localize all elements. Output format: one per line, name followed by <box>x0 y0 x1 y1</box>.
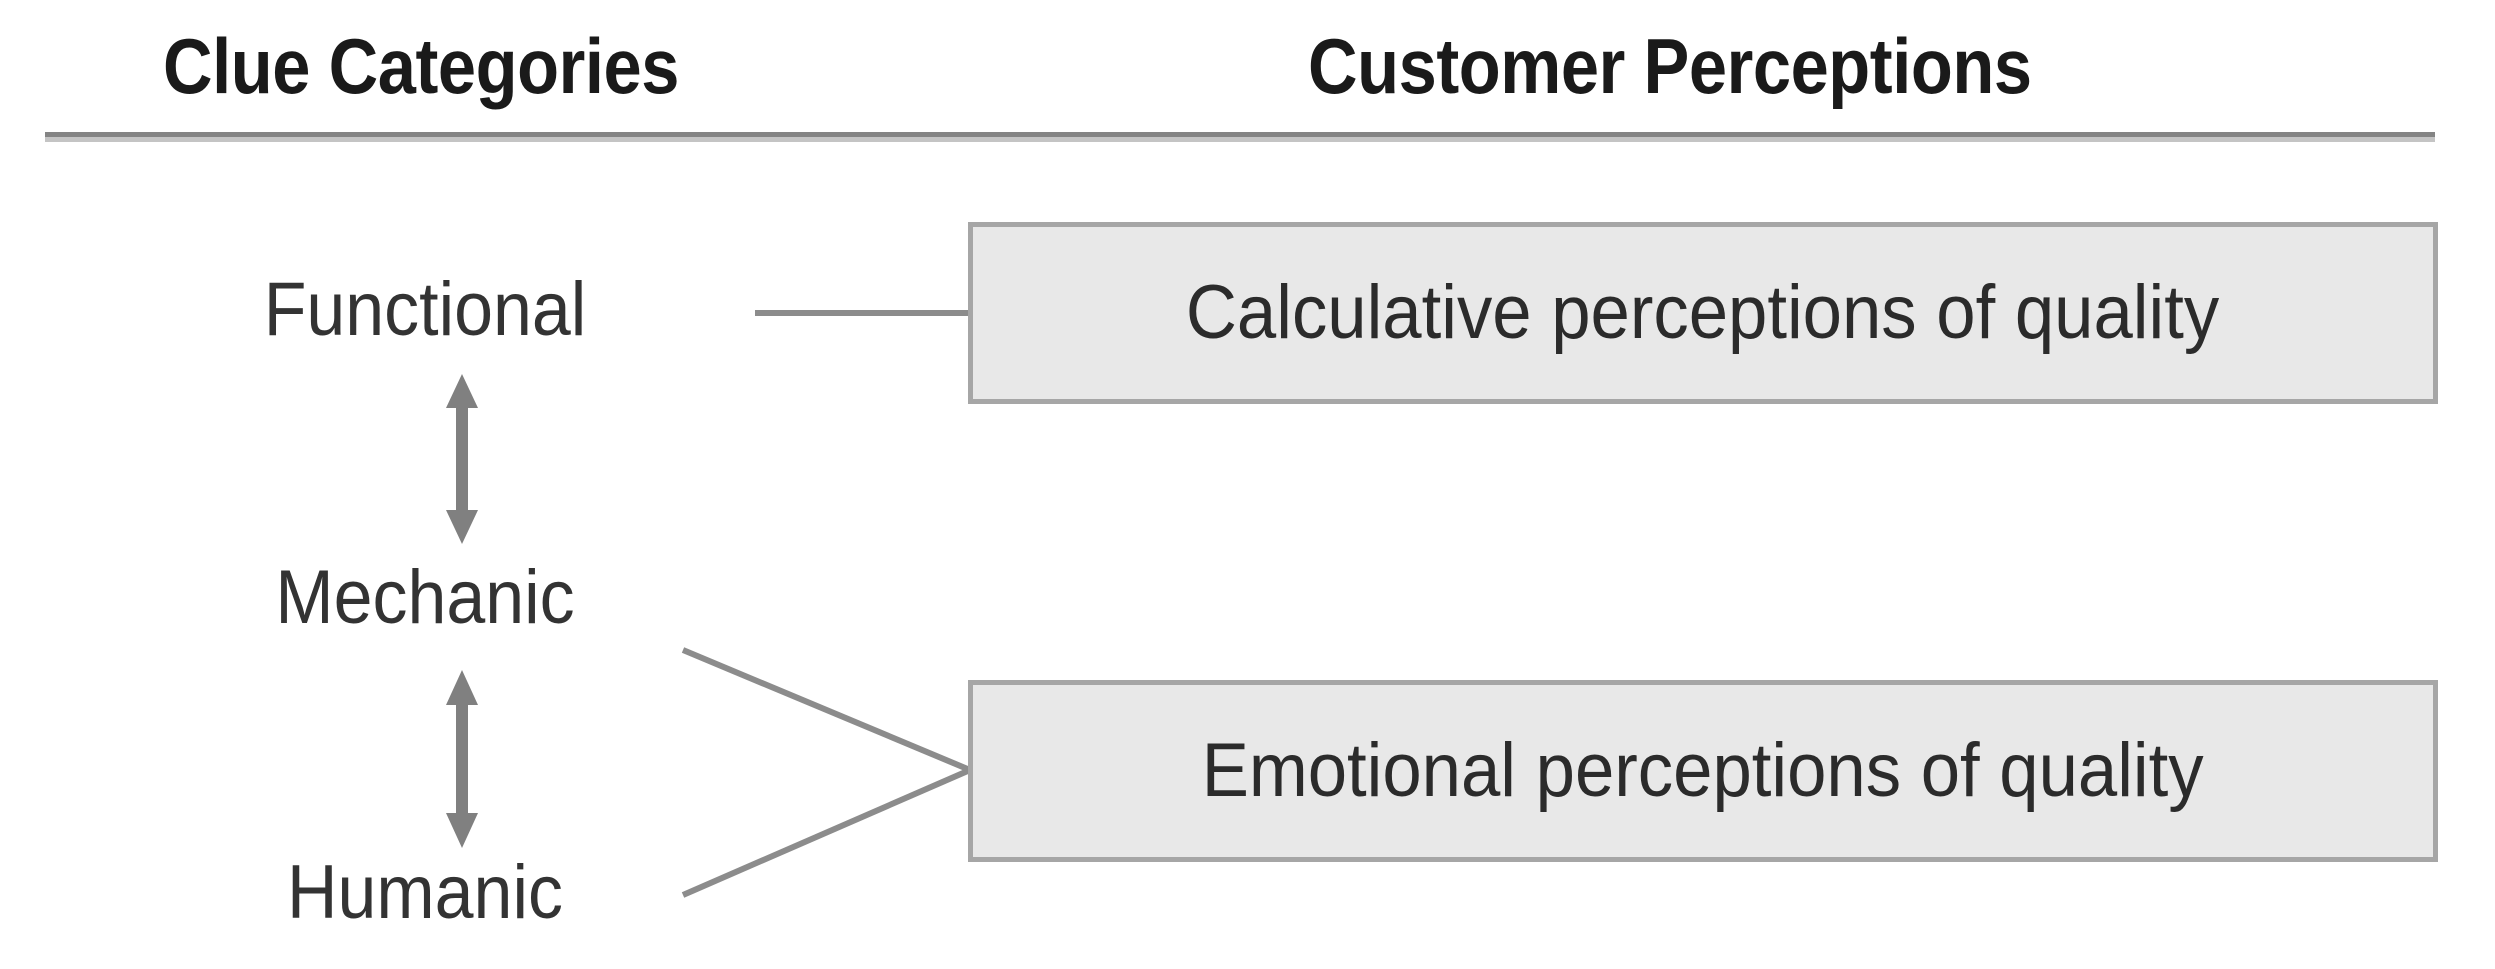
connector-humanic-to-emotional <box>681 767 972 898</box>
connector-mechanic-to-emotional <box>681 647 972 773</box>
double-headed-arrow-icon <box>439 374 485 544</box>
header-divider <box>45 132 2435 142</box>
column-header-clue-categories: Clue Categories <box>163 22 679 110</box>
clue-category-functional: Functional <box>263 267 587 352</box>
clue-category-mechanic: Mechanic <box>275 555 575 640</box>
perception-box-calculative: Calculative perceptions of quality <box>968 222 2438 404</box>
clue-category-humanic: Humanic <box>287 850 563 935</box>
header-divider-top-line <box>45 132 2435 137</box>
column-header-customer-perceptions: Customer Perceptions <box>1308 22 2032 110</box>
header-divider-bottom-line <box>45 137 2435 142</box>
perception-box-emotional-label: Emotional perceptions of quality <box>1202 728 2204 813</box>
double-headed-arrow-icon <box>439 670 485 848</box>
perception-box-emotional: Emotional perceptions of quality <box>968 680 2438 862</box>
perception-box-calculative-label: Calculative perceptions of quality <box>1186 270 2220 355</box>
